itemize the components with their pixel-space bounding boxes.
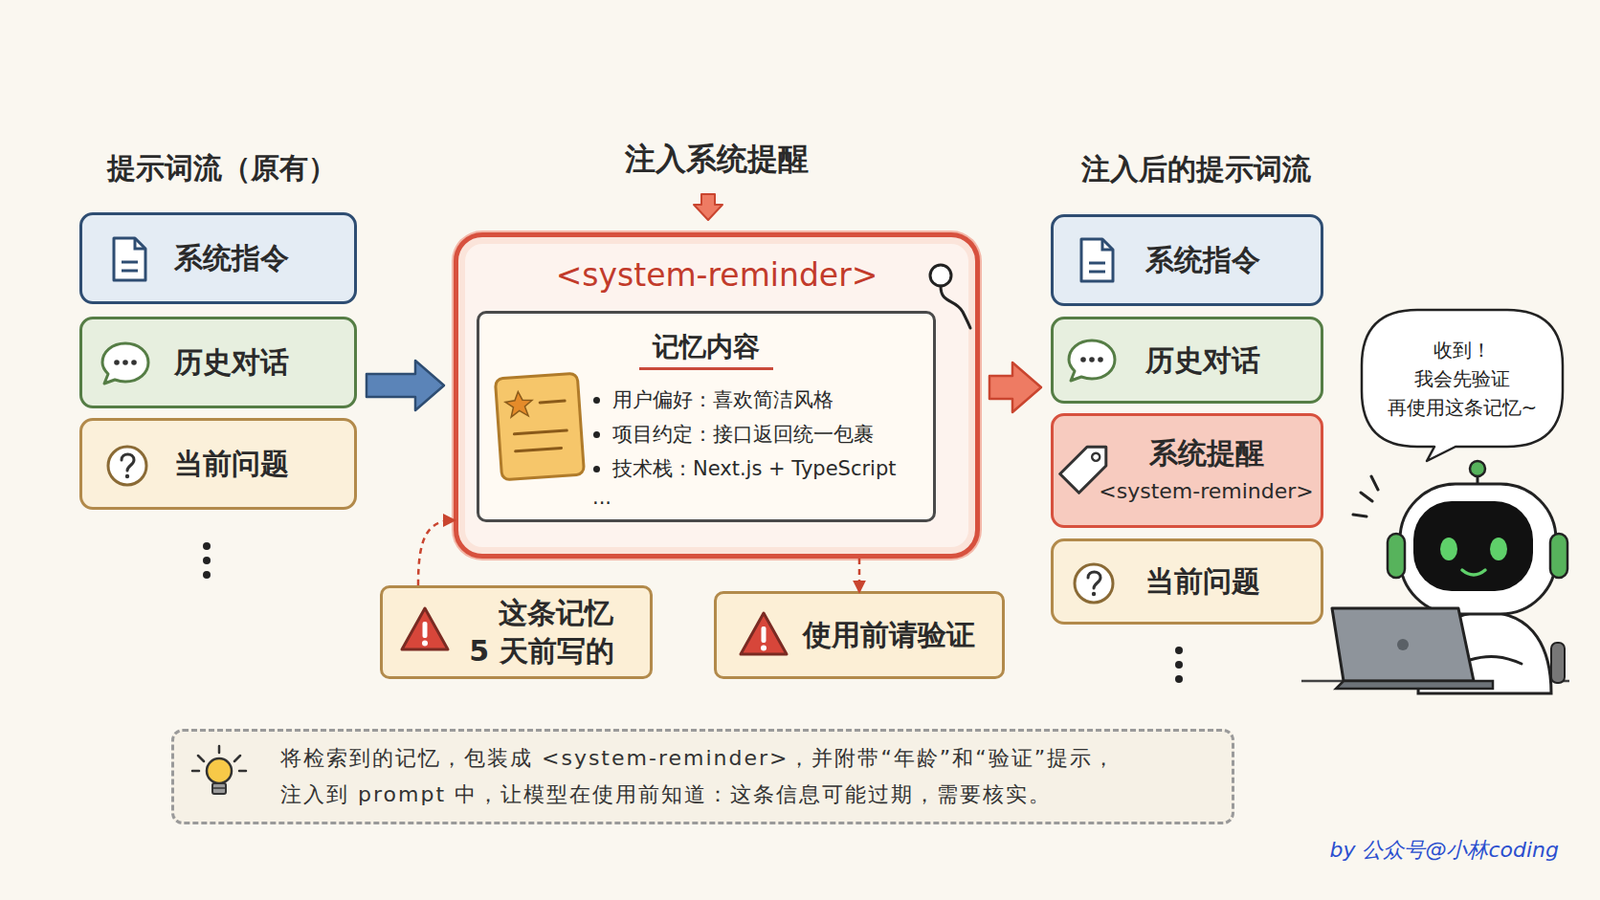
node-text: 收到！ 我会先验证 再使用这条记忆~ [1371, 335, 1554, 423]
node-text: 技术栈：Next.js + TypeScript [612, 454, 896, 484]
question-box: 当前问题 [1050, 538, 1324, 625]
ellipsis-dots [202, 542, 211, 551]
column-heading: 提示词流（原有） [78, 149, 366, 188]
node-text: ... [592, 483, 612, 512]
robot-illustration [1476, 475, 1480, 489]
robot-illustration [1387, 533, 1405, 578]
ellipsis-dots [1175, 675, 1183, 684]
node-text: 当前问题 [174, 444, 289, 484]
watermark: by 公众号@小林coding [1329, 836, 1559, 866]
ellipsis-dots [1175, 661, 1183, 669]
robot-illustration [1335, 681, 1493, 689]
instruction-box: 系统指令 [79, 212, 357, 305]
inject-arrow [693, 194, 723, 221]
flow-arrow [366, 360, 445, 411]
robot-illustration [1489, 537, 1508, 561]
robot-illustration [1551, 643, 1565, 684]
warning-callout: 使用前请验证 [713, 591, 1005, 680]
robot-illustration [1301, 461, 1570, 694]
bubble-outline [1361, 310, 1563, 462]
robot-illustration [1462, 570, 1486, 576]
node-text: 系统提醒 [1149, 434, 1265, 473]
history-box: 历史对话 [1050, 316, 1324, 404]
node-text: 系统指令 [174, 239, 289, 278]
robot-illustration [1413, 501, 1534, 592]
dashed-arrow [418, 520, 454, 586]
robot-illustration [1550, 533, 1568, 578]
node-text: 历史对话 [1145, 341, 1261, 380]
robot-illustration [1301, 680, 1570, 684]
reminder-item-box: 系统提醒<system-reminder> [1050, 413, 1324, 529]
robot-illustration [1397, 639, 1409, 651]
node-text: 项目约定：接口返回统一包裹 [612, 420, 874, 449]
node-text: <system-reminder> [458, 256, 976, 295]
node-text: <system-reminder> [1098, 476, 1313, 508]
history-box: 历史对话 [79, 316, 357, 409]
robot-illustration [1400, 484, 1556, 615]
speech-bubble: 收到！ 我会先验证 再使用这条记忆~ [1359, 308, 1565, 449]
robot-illustration [1469, 657, 1522, 665]
note-box: 将检索到的记忆，包装成 <system-reminder>，并附带“年龄”和“验… [171, 729, 1235, 825]
node-text: 当前问题 [1145, 562, 1261, 601]
instruction-box: 系统指令 [1050, 214, 1324, 307]
ellipsis-dots [202, 556, 211, 565]
ellipsis-dots [1175, 646, 1183, 655]
warning-callout: 这条记忆 5 天前写的 [379, 585, 653, 680]
node-text: 记忆内容 [639, 331, 774, 371]
flow-arrow [989, 362, 1042, 413]
ellipsis-dots [202, 542, 1183, 684]
robot-illustration [1418, 612, 1552, 694]
node-text: 系统指令 [1145, 241, 1261, 280]
node-text: 历史对话 [174, 343, 289, 382]
reminder-box: 注入系统提醒<system-reminder>记忆内容用户偏好：喜欢简洁风格项目… [453, 232, 980, 559]
node-text: 将检索到的记忆，包装成 <system-reminder>，并附带“年龄”和“验… [280, 740, 1121, 814]
ellipsis-dots [202, 571, 211, 579]
robot-illustration [1469, 461, 1486, 477]
robot-illustration [1440, 537, 1458, 561]
dashed-arrow [858, 558, 862, 592]
robot-illustration [1332, 608, 1474, 682]
node-text: 使用前请验证 [802, 616, 976, 655]
node-text: 这条记忆 5 天前写的 [466, 594, 617, 671]
memory-box: 记忆内容用户偏好：喜欢简洁风格项目约定：接口返回统一包裹技术栈：Next.js … [476, 311, 936, 523]
node-text: 用户偏好：喜欢简洁风格 [612, 385, 834, 415]
question-box: 当前问题 [79, 418, 357, 511]
column-heading: 注入后的提示词流 [1052, 150, 1340, 189]
node-text: 注入系统提醒 [458, 138, 976, 181]
robot-illustration [1353, 476, 1378, 517]
